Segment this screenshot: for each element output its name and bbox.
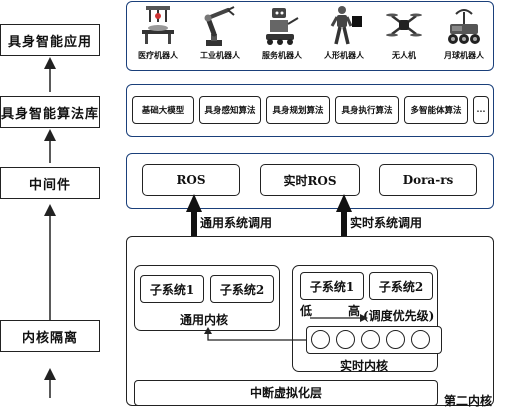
scheduling-priority-label: (调度优先级) (363, 309, 435, 323)
drone-icon (386, 13, 422, 37)
realtime-subsystem-2: 子系统2 (369, 272, 433, 300)
general-subsystem-2: 子系统2 (210, 275, 274, 303)
interrupt-virtualization-layer: 中断虚拟化层 (134, 380, 438, 406)
robot-label-humanoid: 人形机器人 (324, 50, 364, 60)
robot-humanoid: 人形机器人 (316, 4, 372, 61)
application-panel (126, 1, 494, 71)
robot-label-service: 服务机器人 (262, 50, 302, 60)
algo-multi-agent: 多智能体算法 (404, 96, 468, 124)
priority-arrow (310, 314, 368, 322)
algo-perception: 具身感知算法 (199, 96, 261, 124)
algo-more: ... (473, 96, 489, 124)
middleware-ros: ROS (142, 164, 240, 196)
priority-low-label: 低 (300, 304, 313, 318)
robot-label-lunar: 月球机器人 (444, 50, 484, 60)
general-subsystem-1: 子系统1 (140, 275, 204, 303)
realtime-task-slot-1 (311, 330, 330, 349)
algo-foundation-model: 基础大模型 (132, 96, 194, 124)
system-call-arrows (186, 194, 352, 236)
realtime-task-slot-4 (386, 330, 405, 349)
kernel-connector-arrow (204, 327, 306, 341)
robot-lunar: 月球机器人 (436, 4, 492, 61)
realtime-task-slot-5 (411, 330, 430, 349)
robot-service: 服务机器人 (254, 4, 310, 61)
realtime-subsystem-1: 子系统1 (300, 272, 364, 300)
general-kernel-label: 通用内核 (180, 313, 229, 327)
realtime-syscall-label: 实时系统调用 (350, 216, 423, 230)
robot-industrial: 工业机器人 (192, 4, 248, 61)
realtime-task-slot-2 (336, 330, 355, 349)
realtime-kernel-label: 实时内核 (340, 359, 389, 373)
general-syscall-label: 通用系统调用 (200, 216, 273, 230)
vertical-axis-arrow (44, 57, 56, 398)
algo-planning: 具身规划算法 (266, 96, 330, 124)
middleware-dora-rs: Dora-rs (379, 164, 477, 196)
partial-cut-text: 第二内核 (444, 394, 493, 408)
layer-label-middleware: 中间件 (0, 167, 100, 199)
humanoid-robot-icon (330, 6, 362, 45)
service-robot-icon (266, 8, 299, 45)
algo-execution: 具身执行算法 (335, 96, 399, 124)
layer-label-application: 具身智能应用 (0, 24, 100, 56)
industrial-robot-arm-icon (204, 6, 235, 46)
medical-robot-icon (142, 6, 174, 44)
robot-label-industrial: 工业机器人 (200, 50, 240, 60)
robot-medical: 医疗机器人 (130, 4, 186, 61)
realtime-task-slot-3 (361, 330, 380, 349)
robot-drone: 无人机 (376, 4, 432, 61)
robot-label-drone: 无人机 (392, 50, 416, 60)
middleware-realtime-ros: 实时ROS (260, 164, 360, 196)
layer-label-kernel-isolation: 内核隔离 (0, 320, 100, 352)
robot-label-medical: 医疗机器人 (138, 50, 178, 60)
priority-high-label: 高 (348, 304, 361, 318)
layer-label-algorithm-library: 具身智能算法库 (0, 96, 100, 128)
lunar-rover-icon (448, 9, 480, 44)
